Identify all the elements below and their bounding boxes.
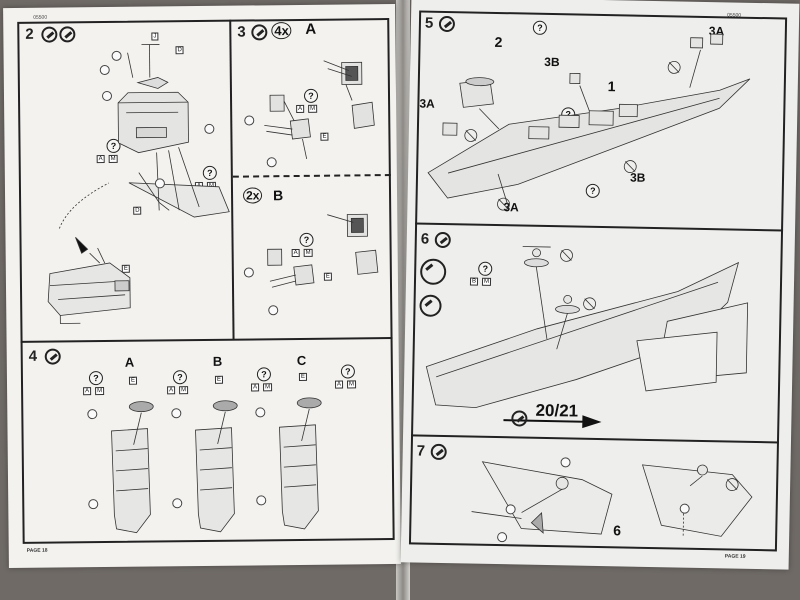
- subassembly-callout: 6: [613, 522, 622, 539]
- step-5-deck-drawing: [427, 33, 751, 211]
- part-number-marker: [154, 178, 165, 189]
- part-letter: E: [214, 375, 224, 384]
- part-number-marker: [171, 408, 182, 419]
- paint-tag: M: [95, 387, 105, 396]
- part-number-marker: [88, 499, 99, 510]
- paint-tag: A: [83, 387, 92, 396]
- step-7-propeller-drawing: [471, 461, 753, 537]
- step-7-number: 7: [416, 442, 426, 460]
- paint-tag: A: [334, 380, 344, 389]
- part-number-marker: [99, 64, 110, 76]
- part-number-marker: [244, 115, 255, 126]
- left-instruction-page: 05500 2 ? A M ? A M D D J E: [3, 3, 401, 569]
- part-number-marker: [111, 50, 122, 61]
- step-4-funnels-drawing: [111, 397, 322, 534]
- paint-question-icon: ?: [88, 371, 104, 386]
- variant-label: A: [124, 354, 135, 370]
- glue-icon: [251, 24, 268, 41]
- paint-tag: M: [179, 386, 189, 395]
- part-number-marker: [172, 498, 183, 509]
- page-number: PAGE 18: [26, 547, 48, 554]
- step-4-number: 4: [28, 347, 38, 365]
- variant-label: B: [212, 353, 223, 369]
- paint-tag: A: [167, 386, 176, 395]
- part-letter: E: [128, 376, 138, 385]
- step-6-hull-drawing: [425, 246, 749, 409]
- paint-tag: A: [251, 383, 260, 392]
- part-number-marker: [266, 157, 277, 168]
- part-number-marker: [243, 267, 254, 278]
- part-number-marker: [87, 409, 98, 420]
- part-letter: E: [298, 372, 308, 381]
- step-3-turret-a-drawing: [264, 60, 375, 159]
- paint-question-icon: ?: [340, 364, 355, 379]
- variant-label: C: [296, 352, 307, 369]
- paint-tag: M: [263, 383, 273, 392]
- glue-icon: [44, 348, 61, 365]
- part-number-marker: [679, 503, 690, 514]
- part-number-marker: [255, 407, 266, 418]
- page-ref-arrow: [503, 415, 602, 429]
- part-number-marker: [256, 495, 267, 506]
- variant-label: A: [305, 20, 317, 38]
- step-3-number: 3: [237, 23, 246, 41]
- part-number-marker: [204, 123, 215, 134]
- paint-tag: M: [346, 380, 357, 389]
- step-3-turret-b-drawing: [267, 213, 379, 288]
- page-code: 05500: [33, 14, 48, 21]
- right-instruction-page: 05500 5 2 3B 3A 1 3A 3B 3A ? ? ? 6: [400, 0, 800, 570]
- part-number-marker: [101, 90, 113, 102]
- part-number-marker: [268, 305, 279, 316]
- step-2-bridge-drawing: [47, 44, 230, 324]
- paint-question-icon: ?: [172, 370, 188, 385]
- part-number-marker: [497, 532, 508, 543]
- paint-question-icon: ?: [256, 367, 272, 382]
- page-number: PAGE 19: [724, 553, 746, 560]
- page-ref-label: 20/21: [535, 400, 579, 421]
